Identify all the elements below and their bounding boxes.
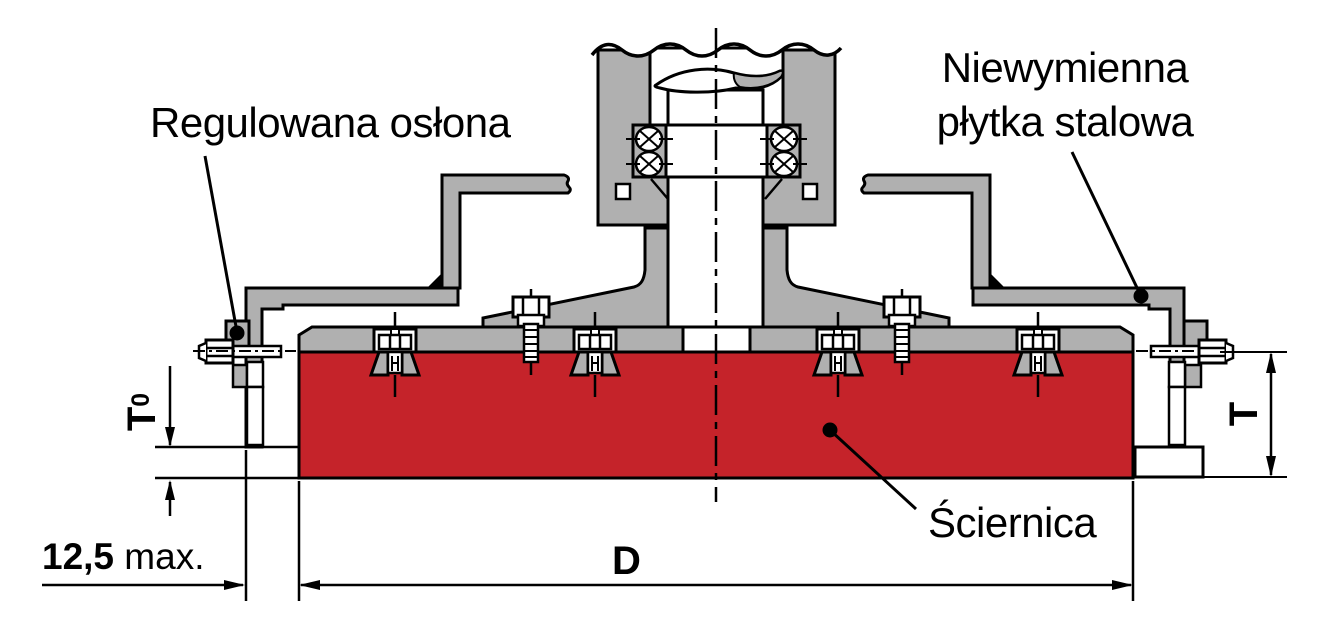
- right-guard-window-1: [1167, 360, 1187, 389]
- arrow-t-up-icon: [1266, 352, 1276, 373]
- t-bolt: [368, 312, 422, 397]
- left-fillet: [427, 272, 443, 288]
- left-guard-window-2: [245, 385, 265, 447]
- leader-lines: [203, 151, 1142, 511]
- right-adjust-screw: [1136, 338, 1235, 365]
- label-gap-suffix: max.: [114, 536, 205, 577]
- right-fillet: [989, 272, 1005, 288]
- left-upper-guard: [440, 173, 572, 290]
- right-guard-foot: [1133, 445, 1205, 479]
- left-adjust-screw: [193, 338, 296, 365]
- bore-taper-right: [764, 178, 783, 200]
- right-guard-window-2: [1167, 385, 1187, 447]
- right-guard-block: [1183, 363, 1203, 389]
- right-upper-guard: [860, 173, 992, 290]
- label-t0-subscript: 0: [128, 392, 155, 407]
- label-steel-plate: Niewymienna płytka stalowa: [900, 41, 1230, 149]
- break-line-icon: [590, 42, 843, 58]
- shaft-break-lobe: [732, 69, 784, 89]
- t-bolt: [568, 312, 622, 397]
- arrow-d-right-icon: [1112, 580, 1133, 590]
- label-steel-plate-line2: płytka stalowa: [936, 98, 1194, 145]
- label-gap-value: 12,5: [42, 536, 115, 577]
- label-dimension-d: D: [612, 539, 641, 583]
- label-adjustable-guard: Regulowana osłona: [150, 99, 511, 146]
- left-guard-block: [231, 363, 249, 389]
- t-bolt: [1011, 312, 1065, 397]
- housing-step-left: [614, 182, 632, 201]
- arrow-d-left-icon: [299, 580, 320, 590]
- housing-step-right: [801, 182, 819, 201]
- arrow-t0-down-icon: [165, 427, 175, 447]
- label-dimension-t: T: [1221, 401, 1266, 427]
- leader-steel-plate: [1070, 151, 1142, 295]
- leader-dot-plate-icon: [1133, 288, 1149, 304]
- bearing-cross-marks-icon: [626, 130, 807, 173]
- label-dimension-gap: 12,5 max.: [42, 536, 204, 578]
- bore-taper-left: [650, 178, 669, 200]
- t-bolt: [811, 312, 865, 397]
- leader-dot-guard-icon: [229, 325, 245, 341]
- flange-hex-bolts: [511, 289, 922, 375]
- leader-grinding-wheel: [829, 429, 918, 511]
- label-steel-plate-line1: Niewymienna: [941, 44, 1189, 91]
- hex-bolt: [511, 289, 551, 375]
- wheel-t-bolts: [368, 312, 1065, 397]
- leader-dots: [229, 288, 1149, 438]
- left-guard-window-1: [245, 360, 265, 389]
- arrow-t0-up-icon: [165, 480, 175, 500]
- leader-dot-wheel-icon: [822, 422, 838, 438]
- arrow-gap-right-icon: [224, 580, 245, 590]
- label-grinding-wheel: Ściernica: [928, 499, 1097, 546]
- label-t0-main: T: [119, 406, 164, 432]
- leader-adjustable-guard: [203, 155, 239, 333]
- arrow-t-down-icon: [1266, 456, 1276, 477]
- hex-bolt: [882, 289, 922, 375]
- dimension-arrows: [165, 352, 1276, 590]
